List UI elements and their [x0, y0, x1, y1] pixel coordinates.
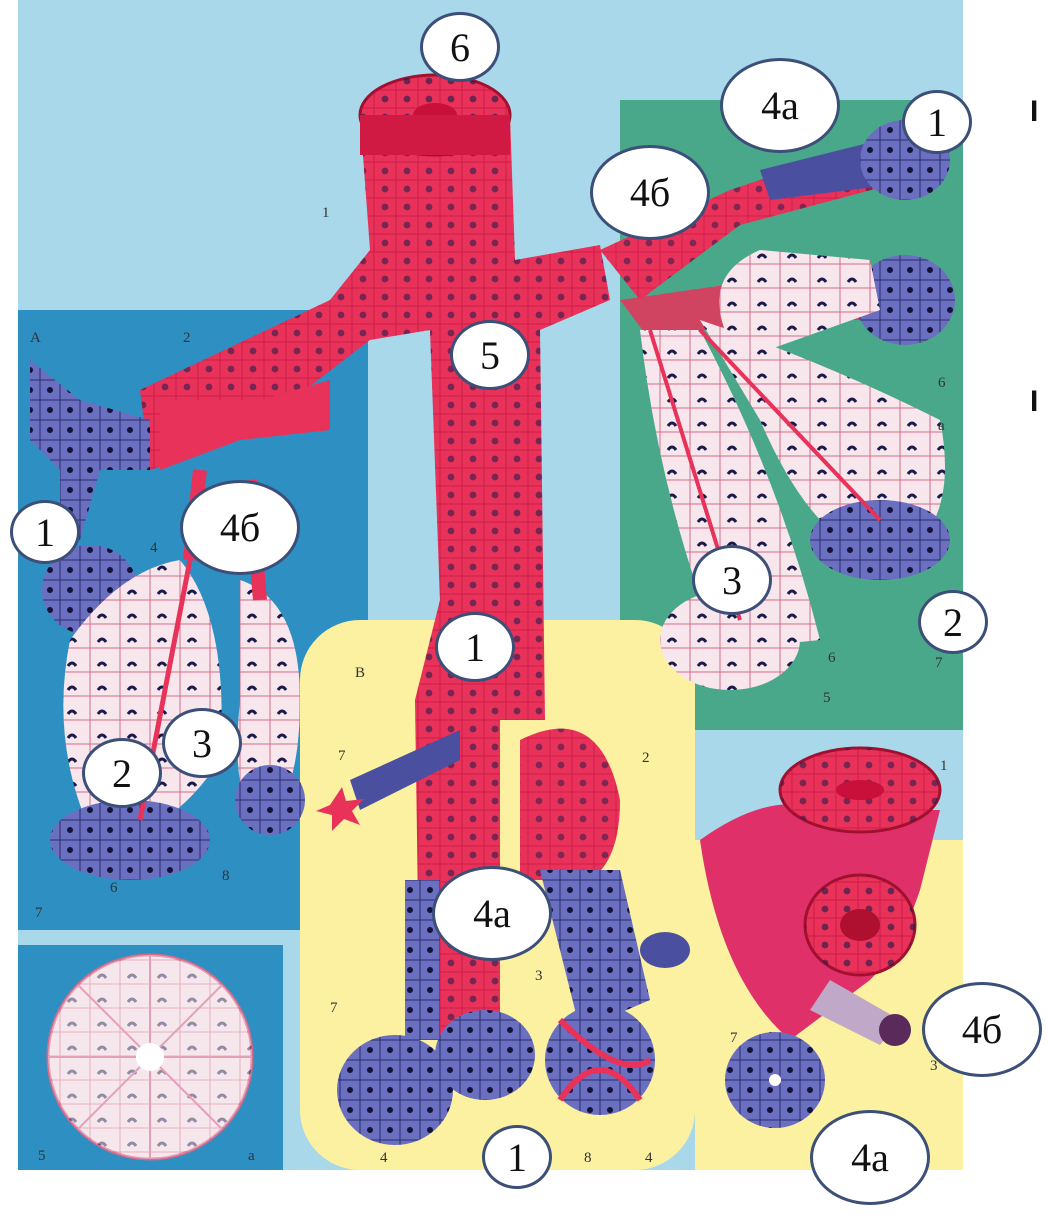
small-label-6: 6 — [110, 880, 118, 897]
small-label-4: 4 — [380, 1150, 388, 1167]
small-label-1: 1 — [940, 758, 948, 775]
small-label-5: 5 — [823, 690, 831, 707]
callout-1: 1 — [482, 1125, 552, 1189]
small-label-8: 8 — [222, 868, 230, 885]
small-label-2: 2 — [183, 330, 191, 347]
small-label-4: 4 — [645, 1150, 653, 1167]
callout-4a: 4а — [432, 866, 552, 961]
callout-1: 1 — [902, 90, 972, 154]
small-label-7: 7 — [935, 655, 943, 672]
small-label-2: 2 — [642, 750, 650, 767]
panel-b-label: B — [355, 665, 365, 682]
panel-a-label: A — [30, 330, 41, 347]
bottom-left-cross-section — [48, 955, 252, 1159]
small-label-5: 5 — [38, 1148, 46, 1165]
callout-4a: 4а — [810, 1110, 930, 1205]
callout-3: 3 — [692, 545, 772, 615]
edge-mark: I — [1030, 95, 1038, 129]
small-label-4: 4 — [150, 540, 158, 557]
callout-4b: 4б — [922, 982, 1042, 1077]
callout-4b: 4б — [590, 145, 710, 240]
callout-2: 2 — [918, 590, 988, 654]
small-label-1: 1 — [322, 205, 330, 222]
callout-2: 2 — [82, 738, 162, 808]
small-label-a: a — [938, 418, 945, 435]
small-label-a: a — [248, 1148, 255, 1165]
callout-1: 1 — [435, 612, 515, 682]
callout-4b: 4б — [180, 480, 300, 575]
small-label-6: 6 — [828, 650, 836, 667]
small-label-8: 8 — [584, 1150, 592, 1167]
callout-3: 3 — [162, 708, 242, 778]
small-label-7: 7 — [330, 1000, 338, 1017]
small-label-7: 7 — [338, 748, 346, 765]
small-label-7: 7 — [730, 1030, 738, 1047]
callout-6: 6 — [420, 12, 500, 82]
small-label-6: 6 — [938, 375, 946, 392]
callout-5: 5 — [450, 320, 530, 390]
small-label-7: 7 — [35, 905, 43, 922]
callout-1: 1 — [10, 500, 80, 564]
small-label-3: 3 — [535, 968, 543, 985]
edge-mark: I — [1030, 385, 1038, 419]
callout-4a: 4а — [720, 58, 840, 153]
